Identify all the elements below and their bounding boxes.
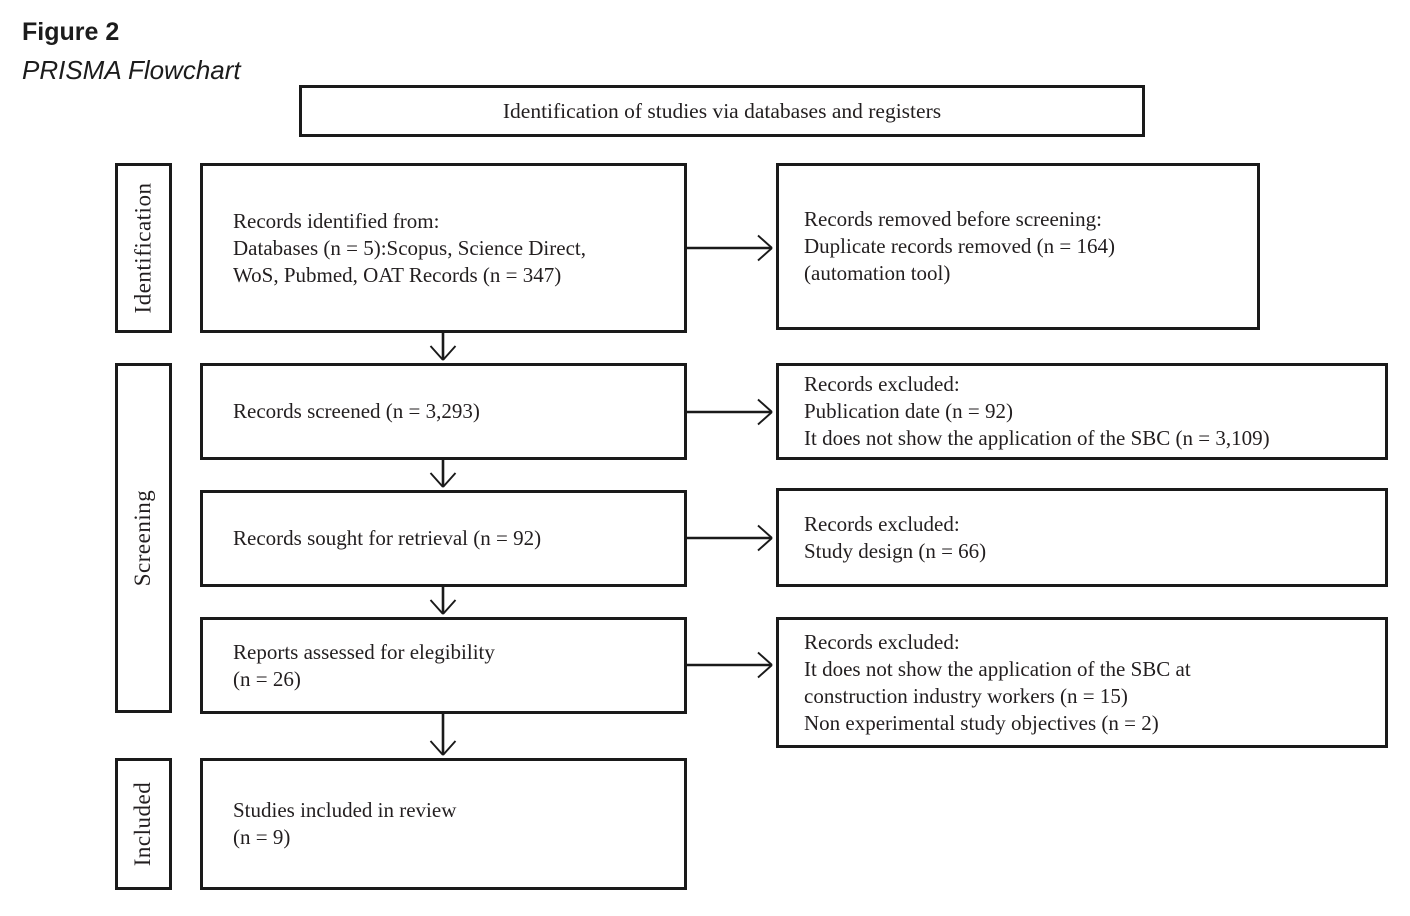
- box-text-line: Records excluded:: [804, 629, 960, 654]
- box-text-line: (n = 26): [233, 666, 301, 691]
- stage-box-included: Included: [115, 758, 172, 890]
- arrow-down-3: [429, 587, 457, 615]
- box-reports-assessed: Reports assessed for elegibility (n = 26…: [200, 617, 687, 714]
- stage-label-screening: Screening: [130, 489, 156, 587]
- box-text-line: It does not show the application of the …: [804, 426, 1270, 450]
- box-text-line: (automation tool): [804, 261, 951, 285]
- box-text-line: Studies included in review: [233, 798, 457, 822]
- box-text-line: Non experimental study objectives (n = 2…: [804, 710, 1159, 735]
- box-records-removed: Records removed before screening: Duplic…: [776, 163, 1260, 330]
- arrow-right-1: [687, 234, 773, 262]
- stage-label-identification: Identification: [130, 182, 156, 314]
- box-text-line: (n = 9): [233, 825, 291, 849]
- box-records-identified: Records identified from: Databases (n = …: [200, 163, 687, 333]
- stage-box-identification: Identification: [115, 163, 172, 333]
- stage-box-screening: Screening: [115, 363, 172, 713]
- box-records-screened: Records screened (n = 3,293): [200, 363, 687, 460]
- box-studies-included: Studies included in review (n = 9): [200, 758, 687, 890]
- box-text-line: construction industry workers (n = 15): [804, 683, 1128, 708]
- box-text-line: Records sought for retrieval (n = 92): [233, 526, 542, 550]
- box-text-line: Reports assessed for elegibility: [233, 639, 495, 664]
- box-text-line: Records excluded:: [804, 372, 960, 396]
- box-records-excluded-eligibility: Records excluded: It does not show the a…: [776, 617, 1388, 748]
- figure-label: Figure 2: [22, 18, 120, 46]
- box-records-excluded-retrieval: Records excluded: Study design (n = 66): [776, 488, 1388, 587]
- box-text-line: Duplicate records removed (n = 164): [804, 234, 1115, 258]
- box-text-line: Publication date (n = 92): [804, 399, 1013, 423]
- arrow-down-1: [429, 333, 457, 361]
- box-text-line: Study design (n = 66): [804, 538, 987, 563]
- arrow-down-2: [429, 460, 457, 488]
- stage-label-included: Included: [130, 781, 156, 867]
- arrow-right-2: [687, 398, 773, 426]
- box-text-line: Records identified from:: [233, 208, 440, 233]
- box-text-line: Records screened (n = 3,293): [233, 399, 480, 423]
- box-text-line: Databases (n = 5):Scopus, Science Direct…: [233, 235, 586, 260]
- box-text-line: It does not show the application of the …: [804, 656, 1191, 681]
- box-text-line: WoS, Pubmed, OAT Records (n = 347): [233, 262, 562, 287]
- header-box: Identification of studies via databases …: [299, 85, 1145, 137]
- header-text: Identification of studies via databases …: [502, 98, 942, 123]
- arrow-right-4: [687, 651, 773, 679]
- box-text-line: Records removed before screening:: [804, 207, 1102, 231]
- box-records-excluded-screening: Records excluded: Publication date (n = …: [776, 363, 1388, 460]
- figure-title: PRISMA Flowchart: [22, 55, 241, 85]
- box-text-line: Records excluded:: [804, 511, 960, 536]
- arrow-right-3: [687, 524, 773, 552]
- arrow-down-4: [429, 714, 457, 756]
- box-records-sought: Records sought for retrieval (n = 92): [200, 490, 687, 587]
